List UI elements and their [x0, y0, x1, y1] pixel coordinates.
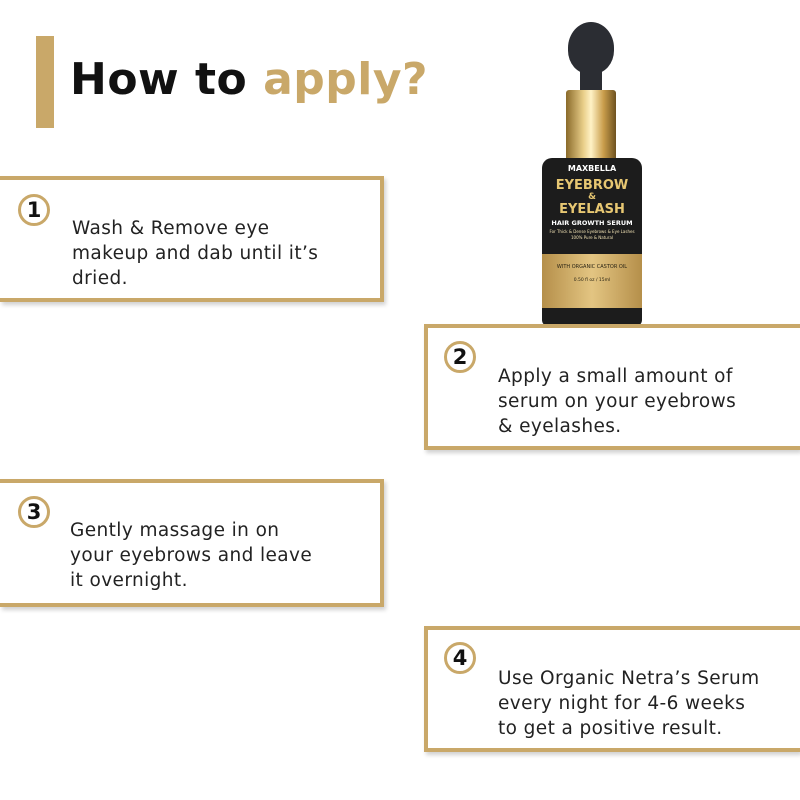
product-subtitle: HAIR GROWTH SERUM [551, 219, 633, 227]
product-title-line-1: EYEBROW [555, 178, 629, 193]
step-3-line-1: Gently massage in on [70, 520, 280, 541]
page-title-part-2: apply? [263, 54, 429, 105]
product-brand: MAXBELLA [567, 164, 617, 173]
step-text-1: Wash & Remove eye makeup and dab until i… [72, 216, 318, 291]
step-1-line-2: makeup and dab until it’s [72, 243, 319, 264]
step-number-2: 2 [444, 341, 476, 373]
step-number-1: 1 [18, 194, 50, 226]
step-2-line-3: & eyelashes. [498, 416, 622, 437]
step-1-line-3: dried. [72, 268, 128, 289]
dropper-bulb [568, 22, 614, 74]
heading-accent-bar [36, 36, 54, 128]
page-title: How to apply? [70, 54, 428, 107]
product-tagline-1: For Thick & Dense Eyebrows & Eye Lashes [549, 229, 635, 234]
product-label-band: WITH ORGANIC CASTOR OIL 0.50 fl oz / 15m… [542, 254, 642, 308]
dropper-collar [566, 90, 616, 162]
step-text-3: Gently massage in on your eyebrows and l… [70, 518, 312, 593]
step-card-4 [424, 626, 800, 752]
step-2-line-2: serum on your eyebrows [498, 391, 737, 412]
step-4-line-1: Use Organic Netra’s Serum [498, 668, 760, 689]
page-title-part-1: How to [70, 54, 264, 105]
step-4-line-2: every night for 4-6 weeks [498, 693, 746, 714]
product-title-line-2: EYELASH [559, 202, 625, 217]
product-bottle-image: MAXBELLA EYEBROW & EYELASH HAIR GROWTH S… [540, 22, 644, 326]
product-title-amp: & [588, 192, 596, 202]
step-1-line-1: Wash & Remove eye [72, 218, 270, 239]
step-text-2: Apply a small amount of serum on your ey… [498, 364, 736, 439]
step-card-2 [424, 324, 800, 450]
product-ingredient: WITH ORGANIC CASTOR OIL [556, 264, 628, 270]
product-volume: 0.50 fl oz / 15ml [573, 278, 611, 283]
step-2-line-1: Apply a small amount of [498, 366, 733, 387]
step-number-3: 3 [18, 496, 50, 528]
step-card-1 [0, 176, 384, 302]
step-card-3 [0, 479, 384, 607]
step-text-4: Use Organic Netra’s Serum every night fo… [498, 666, 760, 741]
step-3-line-2: your eyebrows and leave [70, 545, 313, 566]
step-4-line-3: to get a positive result. [498, 718, 723, 739]
bottle-body: MAXBELLA EYEBROW & EYELASH HAIR GROWTH S… [542, 158, 642, 326]
step-number-4: 4 [444, 642, 476, 674]
product-tagline-2: 100% Pure & Natural [570, 235, 614, 240]
step-3-line-3: it overnight. [70, 570, 188, 591]
